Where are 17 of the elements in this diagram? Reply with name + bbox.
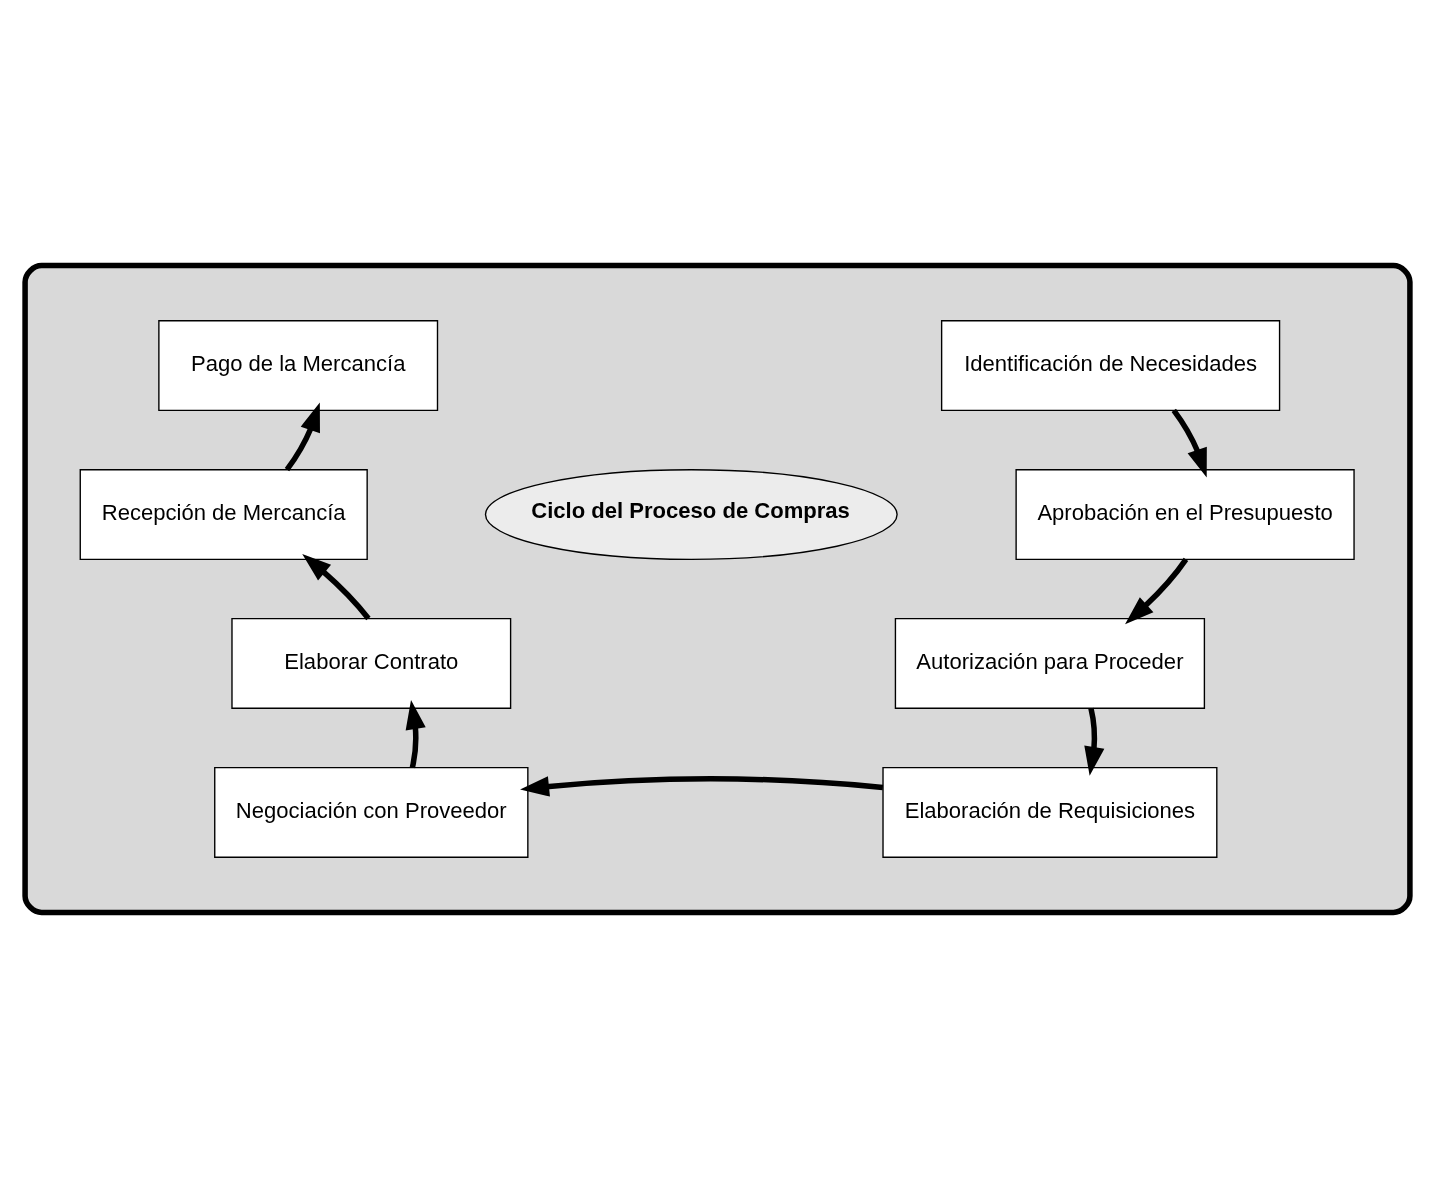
node-ellipse: Ciclo del Proceso de Compras bbox=[484, 469, 898, 561]
node-box: Aprobación en el Presupuesto bbox=[1015, 469, 1355, 561]
arrow bbox=[520, 776, 884, 797]
arrow bbox=[1084, 707, 1105, 776]
node-box: Negociación con Proveedor bbox=[214, 766, 529, 858]
arrow bbox=[302, 554, 371, 621]
arrow bbox=[1125, 557, 1189, 625]
arrow bbox=[1171, 408, 1207, 478]
node-box: Identificación de Necesidades bbox=[940, 320, 1281, 412]
node-box: Autorización para Proceder bbox=[894, 617, 1206, 709]
node-box: Recepción de Mercancía bbox=[79, 469, 368, 561]
arrow bbox=[405, 700, 426, 769]
node-box: Elaboración de Requisiciones bbox=[882, 766, 1218, 858]
node-box: Elaborar Contrato bbox=[231, 617, 512, 709]
arrow bbox=[284, 402, 320, 472]
node-box: Pago de la Mercancía bbox=[158, 320, 439, 412]
cluster bbox=[22, 262, 1413, 916]
